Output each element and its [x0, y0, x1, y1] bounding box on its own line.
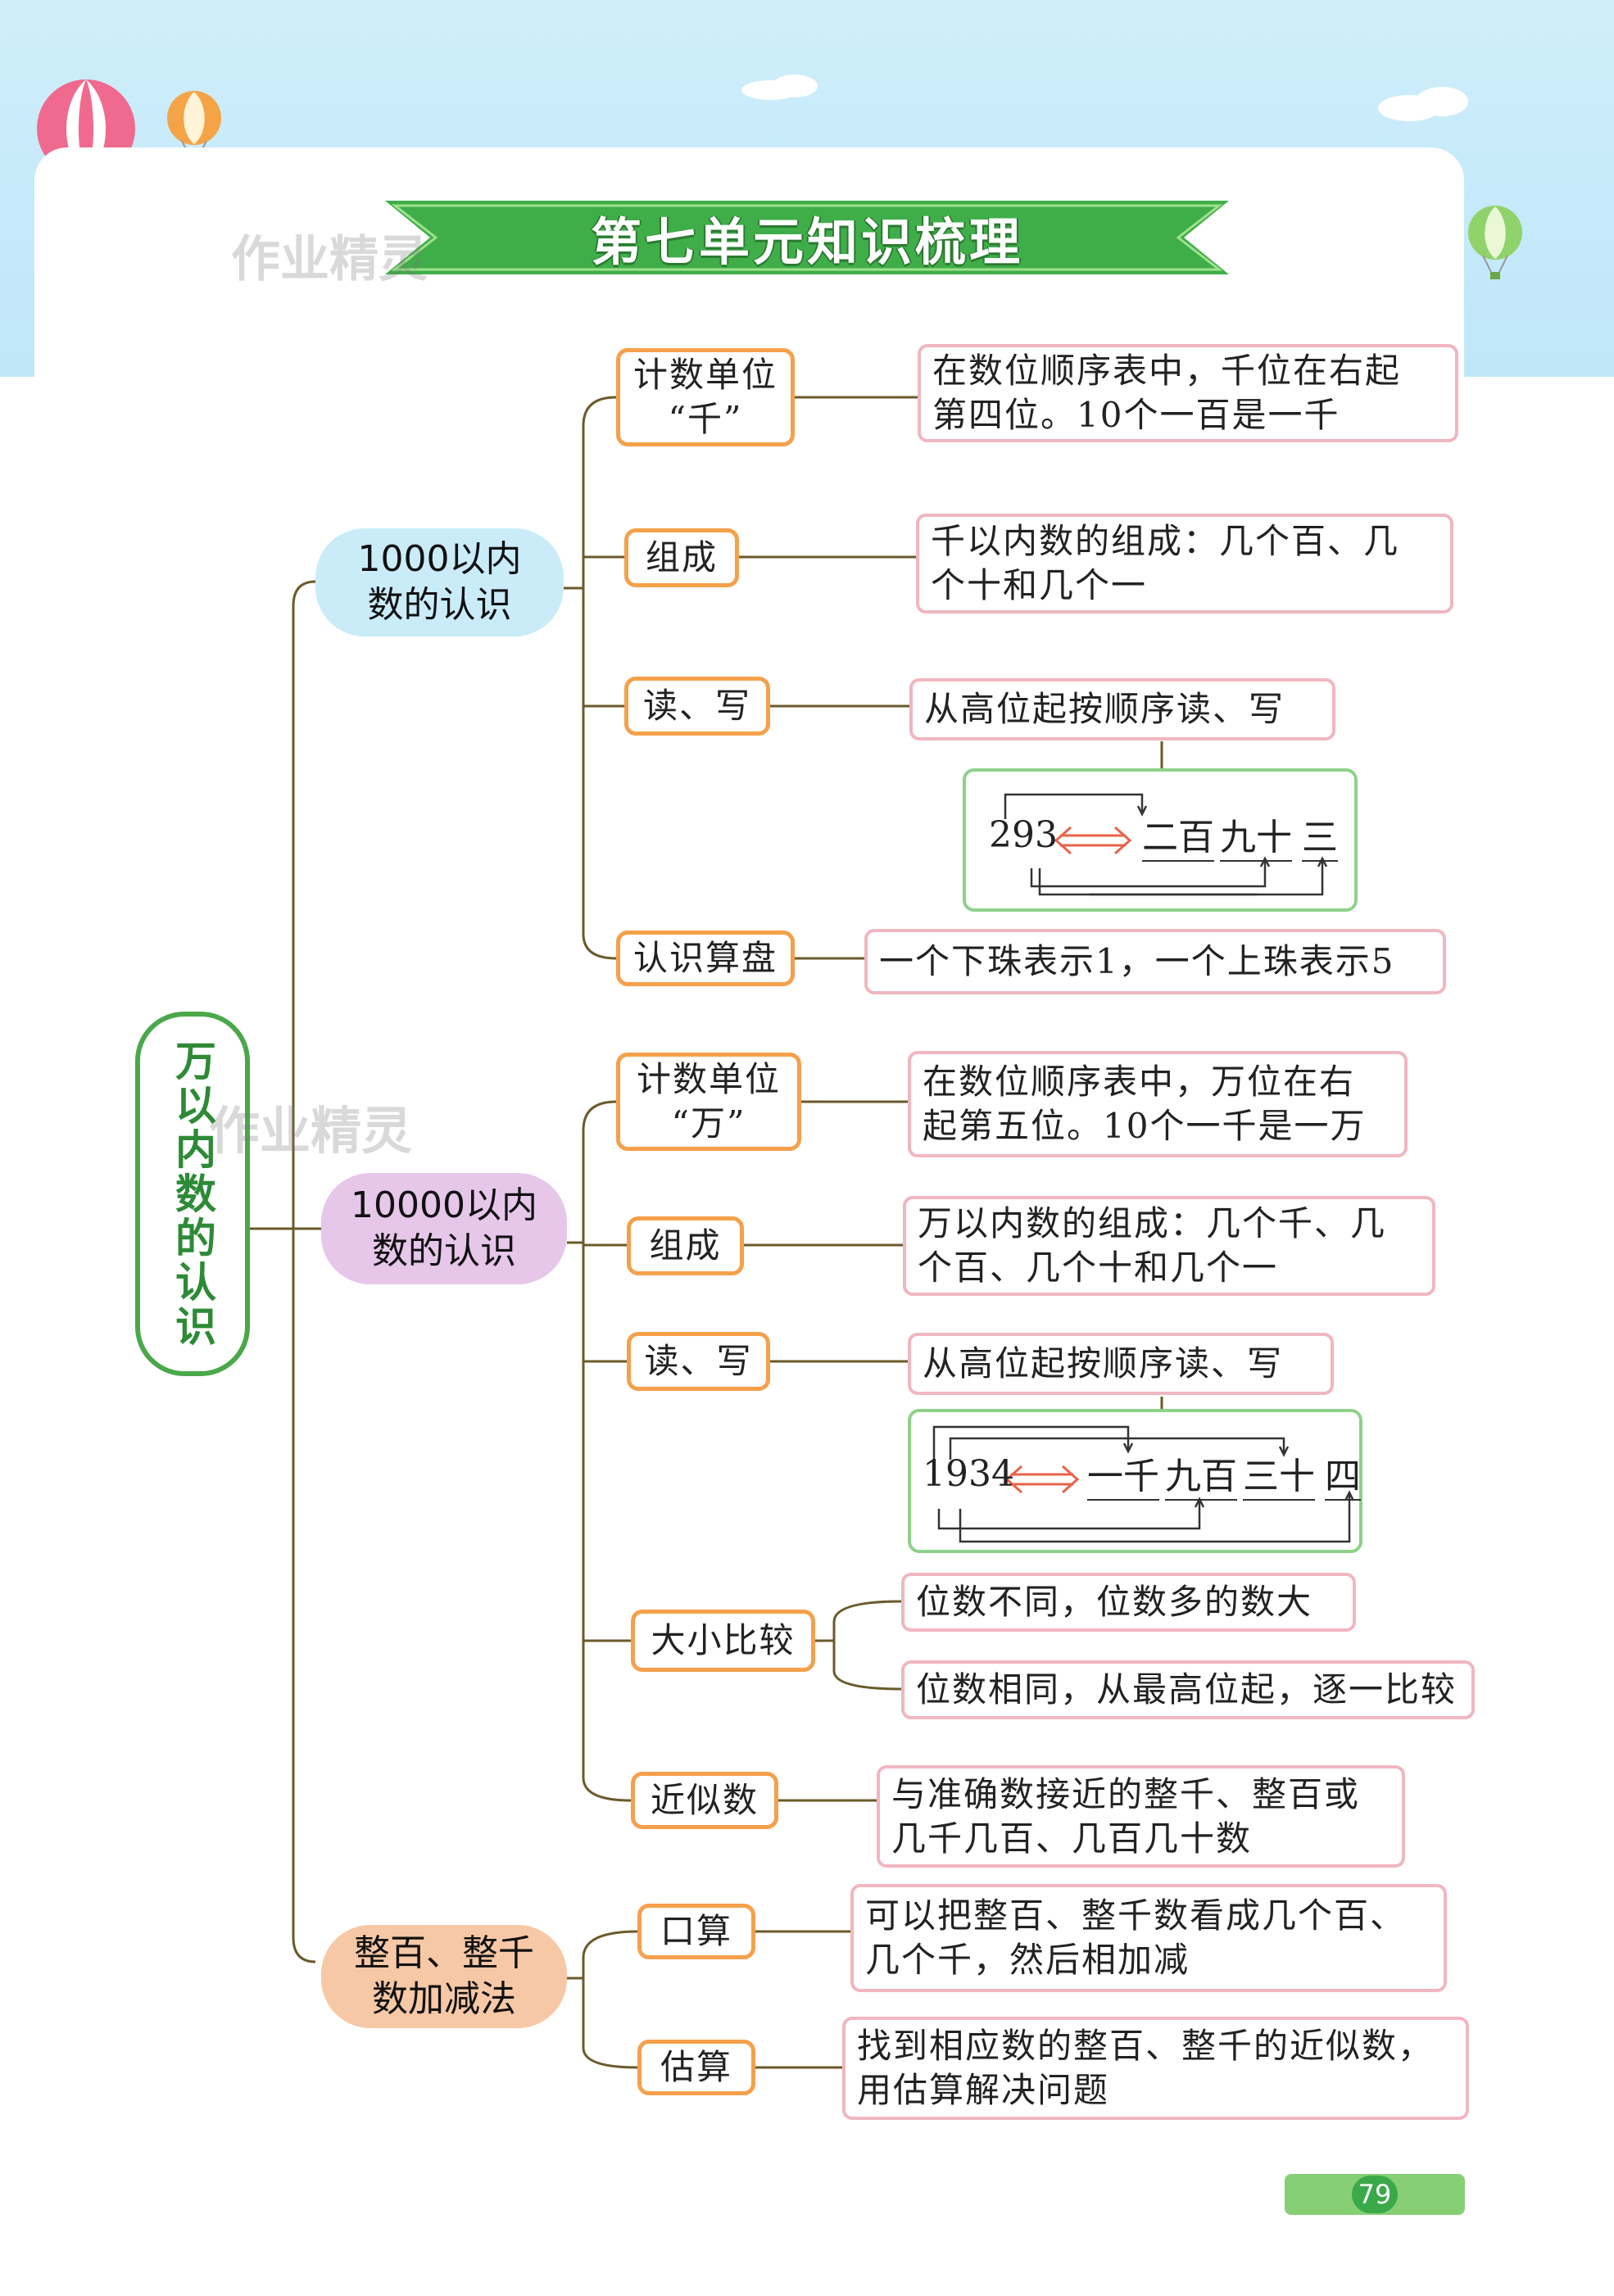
page-title: 第七单元知识梳理	[590, 212, 1023, 272]
leaf-compare-a: 位数不同，位数多的数大	[901, 1573, 1356, 1632]
example-1934: 1934 一千 九百 三十 四	[908, 1409, 1362, 1553]
example-1934-part-ones: 四	[1325, 1447, 1361, 1501]
node-compare-label: 大小比较	[651, 1620, 796, 1660]
section-1000: 1000以内 数的认识	[315, 528, 564, 636]
leaf-count-unit-thousand: 在数位顺序表中，千位在右起 第四位。10个一百是一千	[918, 344, 1458, 442]
node-composition-1-label: 组成	[645, 537, 718, 577]
node-composition-1: 组成	[624, 528, 739, 587]
example-1934-part-hundreds: 九百	[1165, 1447, 1237, 1501]
section-add-subtract: 整百、整千 数加减法	[321, 1925, 567, 2028]
leaf-abacus: 一个下珠表示1，一个上珠表示5	[864, 929, 1446, 994]
node-read-write-1-label: 读、写	[642, 686, 751, 726]
watermark: 作业精灵	[231, 231, 428, 288]
node-approximate: 近似数	[631, 1772, 778, 1829]
node-compare: 大小比较	[631, 1610, 815, 1672]
section-10000: 10000以内 数的认识	[321, 1173, 567, 1284]
leaf-approximate: 与准确数接近的整千、整百或 几千几百、几百几十数	[877, 1765, 1405, 1868]
leaf-count-unit-ten-thousand: 在数位顺序表中，万位在右 起第五位。10个一千是一万	[908, 1051, 1408, 1157]
node-count-unit-thousand: 计数单位 “千”	[616, 348, 795, 446]
hot-air-balloon-icon	[167, 91, 221, 165]
example-293-number: 293	[989, 814, 1058, 856]
example-293-brackets	[1004, 793, 1328, 896]
node-composition-2-label: 组成	[649, 1225, 722, 1266]
watermark: 作业精灵	[209, 1101, 413, 1161]
node-count-unit-thousand-label: 计数单位 “千”	[632, 355, 778, 439]
node-estimate: 估算	[637, 2040, 755, 2095]
leaf-composition-2: 万以内数的组成：几个千、几 个百、几个十和几个一	[903, 1196, 1435, 1296]
leaf-mental-math: 可以把整百、整千数看成几个百、 几个千，然后相加减	[850, 1884, 1447, 1992]
leaf-compare-b: 位数相同，从最高位起，逐一比较	[901, 1660, 1475, 1719]
example-1934-part-thousands: 一千	[1087, 1447, 1159, 1501]
page-number-badge: 79	[1285, 2174, 1465, 2215]
node-approximate-label: 近似数	[650, 1780, 759, 1820]
example-293-part-ones: 三	[1302, 808, 1338, 862]
leaf-read-write-2: 从高位起按顺序读、写	[908, 1333, 1334, 1395]
node-estimate-label: 估算	[660, 2047, 732, 2087]
section-10000-label: 10000以内 数的认识	[351, 1184, 537, 1272]
node-abacus-label: 认识算盘	[632, 938, 778, 978]
cloud-icon	[741, 75, 818, 100]
example-1934-brackets	[932, 1425, 1355, 1543]
node-abacus: 认识算盘	[616, 931, 795, 986]
node-count-unit-ten-thousand-label: 计数单位 “万”	[636, 1059, 781, 1143]
example-293: 293 二百 九十 三	[963, 768, 1358, 912]
root-node: 万以内数的认识	[135, 1012, 250, 1376]
node-count-unit-ten-thousand: 计数单位 “万”	[616, 1053, 801, 1151]
node-composition-2: 组成	[627, 1216, 744, 1275]
node-mental-math: 口算	[637, 1904, 755, 1959]
example-293-part-hundreds: 二百	[1142, 808, 1214, 862]
page-number: 79	[1352, 2176, 1398, 2213]
leaf-read-write-1: 从高位起按顺序读、写	[909, 678, 1335, 740]
title-ribbon	[385, 201, 1229, 274]
section-1000-label: 1000以内 数的认识	[357, 538, 522, 626]
leaf-composition-1: 千以内数的组成：几个百、几 个十和几个一	[916, 514, 1453, 614]
example-293-part-tens: 九十	[1220, 808, 1292, 862]
hot-air-balloon-icon	[1468, 206, 1522, 279]
example-1934-number: 1934	[923, 1453, 1014, 1495]
node-mental-math-label: 口算	[660, 1911, 732, 1951]
node-read-write-2: 读、写	[627, 1332, 770, 1391]
cloud-icon	[1378, 87, 1468, 121]
root-label: 万以内数的认识	[169, 1039, 216, 1349]
example-1934-part-tens: 三十	[1243, 1447, 1315, 1501]
node-read-write-1: 读、写	[624, 677, 770, 736]
section-add-subtract-label: 整百、整千 数加减法	[354, 1932, 534, 2020]
node-read-write-2-label: 读、写	[644, 1341, 753, 1381]
leaf-estimate: 找到相应数的整百、整千的近似数， 用估算解决问题	[842, 2017, 1469, 2120]
